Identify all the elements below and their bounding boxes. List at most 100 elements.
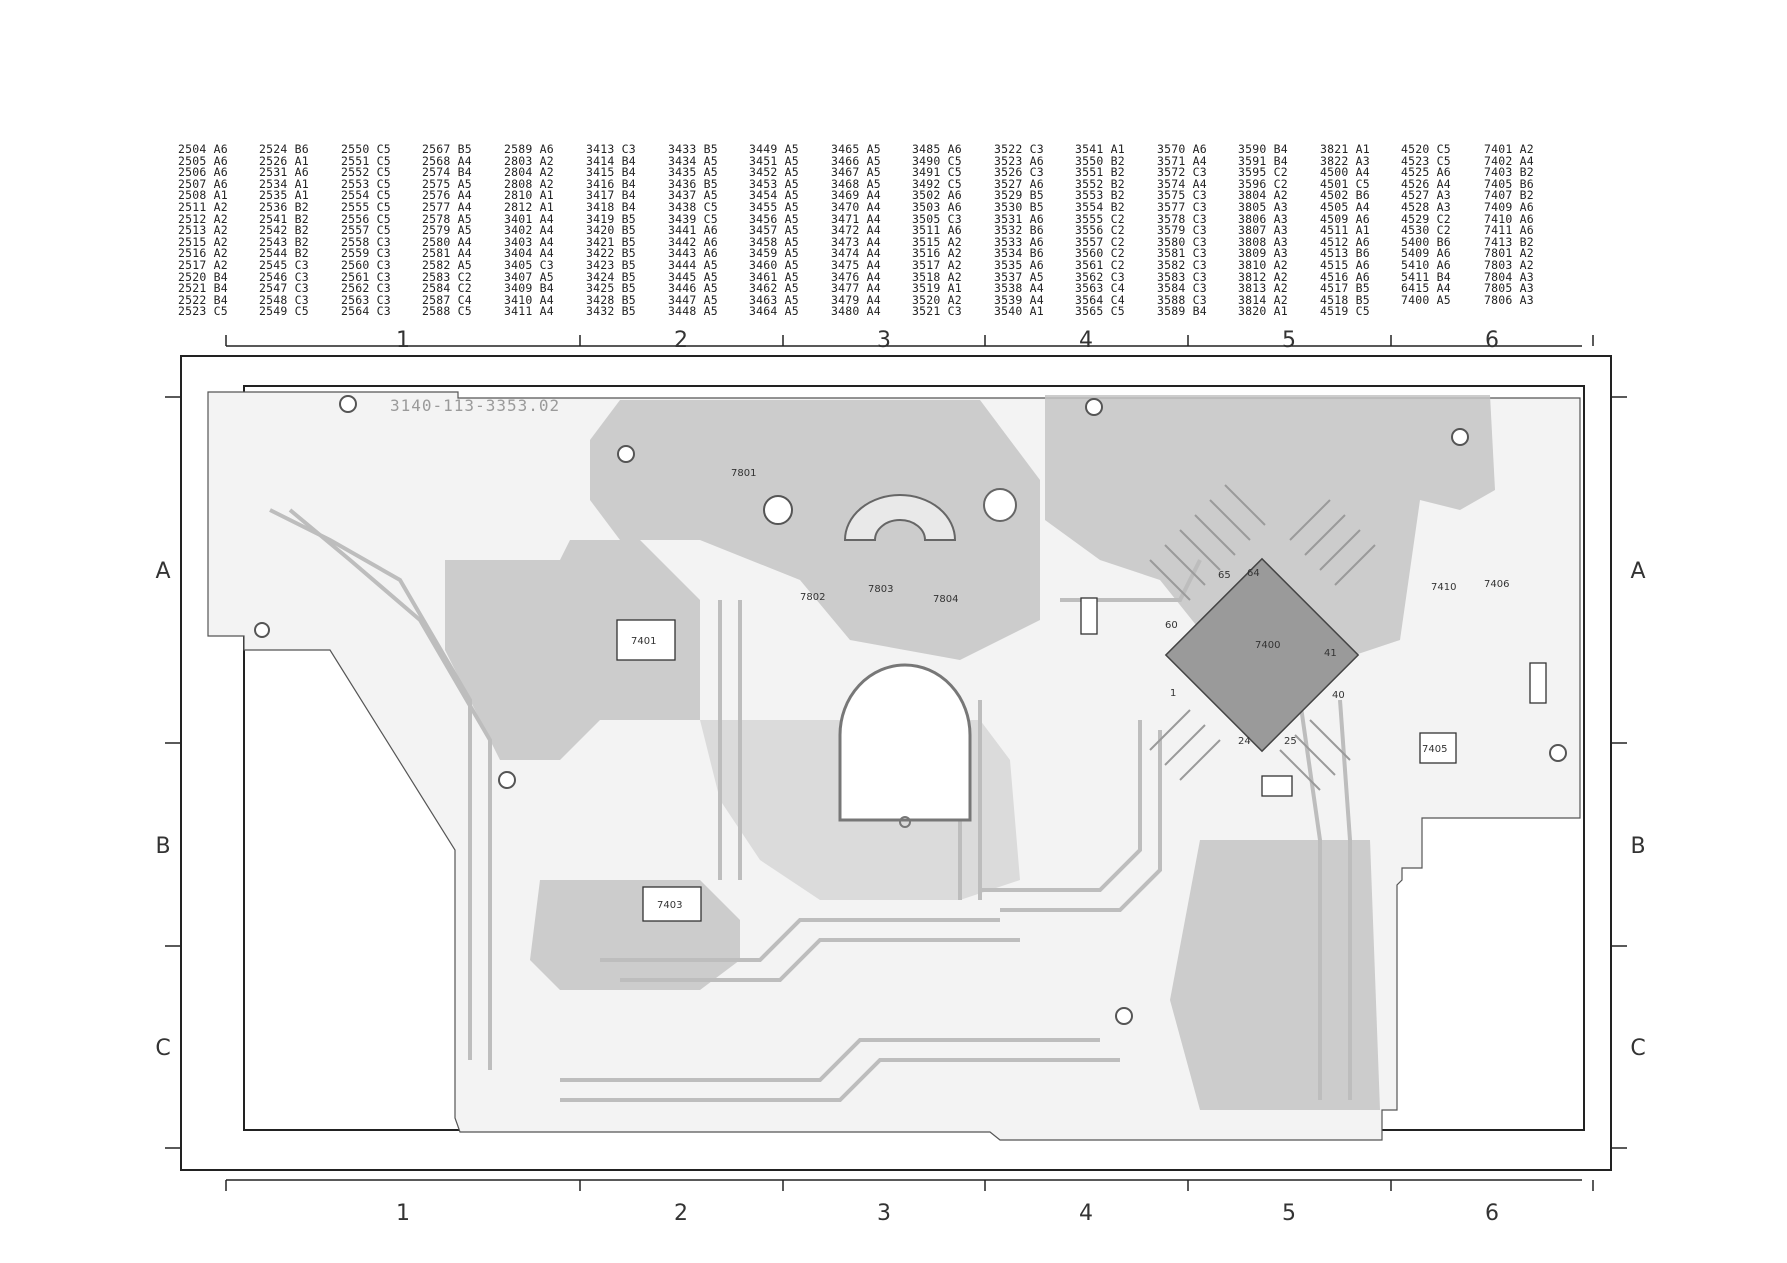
index-entry: 2552 C5 bbox=[341, 165, 391, 180]
index-entry: 3588 C3 bbox=[1157, 292, 1207, 307]
index-entry: 3475 A4 bbox=[831, 257, 881, 272]
ic-7403 bbox=[642, 886, 702, 922]
index-entry: 3541 A1 bbox=[1075, 142, 1125, 156]
index-entry: 3572 C3 bbox=[1157, 165, 1207, 180]
index-entry: 2548 C3 bbox=[259, 292, 309, 307]
index-entry: 3503 A6 bbox=[912, 199, 962, 214]
index-entry: 2554 C5 bbox=[341, 188, 391, 203]
index-entry: 3443 A6 bbox=[668, 246, 718, 261]
index-entry: 3502 A6 bbox=[912, 188, 962, 203]
index-entry: 3560 C2 bbox=[1075, 246, 1125, 261]
index-entry: 2544 B2 bbox=[259, 246, 309, 261]
index-entry: 2545 C3 bbox=[259, 257, 309, 272]
index-entry: 3422 B5 bbox=[586, 246, 636, 261]
index-entry: 2568 A4 bbox=[422, 153, 472, 168]
index-entry: 4501 C5 bbox=[1320, 176, 1370, 191]
index-entry: 2579 A5 bbox=[422, 223, 472, 238]
index-entry: 4509 A6 bbox=[1320, 211, 1370, 226]
index-entry: 7806 A3 bbox=[1484, 292, 1534, 307]
index-entry: 3526 C3 bbox=[994, 165, 1044, 180]
index-entry: 3471 A4 bbox=[831, 211, 881, 226]
index-entry: 3402 A4 bbox=[504, 223, 554, 238]
index-entry: 5410 A6 bbox=[1401, 257, 1451, 272]
index-entry: 2550 C5 bbox=[341, 142, 391, 156]
pin-label-25: 25 bbox=[1284, 736, 1297, 747]
index-entry: 3438 C5 bbox=[668, 199, 718, 214]
index-entry: 3436 B5 bbox=[668, 176, 718, 191]
index-entry: 3467 A5 bbox=[831, 165, 881, 180]
index-entry: 2526 A1 bbox=[259, 153, 309, 168]
index-entry: 7402 A4 bbox=[1484, 153, 1534, 168]
index-entry: 2511 A2 bbox=[178, 199, 228, 214]
index-entry: 3461 A5 bbox=[749, 269, 799, 284]
index-entry: 3537 A5 bbox=[994, 269, 1044, 284]
index-entry: 2567 B5 bbox=[422, 142, 472, 156]
index-entry: 3805 A3 bbox=[1238, 199, 1288, 214]
index-entry: 4513 B6 bbox=[1320, 246, 1370, 261]
index-entry: 2541 B2 bbox=[259, 211, 309, 226]
index-entry: 3820 A1 bbox=[1238, 304, 1288, 319]
index-entry: 3807 A3 bbox=[1238, 223, 1288, 238]
index-entry: 2577 A4 bbox=[422, 199, 472, 214]
index-entry: 2574 B4 bbox=[422, 165, 472, 180]
index-entry: 3468 A5 bbox=[831, 176, 881, 191]
index-entry: 2803 A2 bbox=[504, 153, 554, 168]
index-entry: 3554 B2 bbox=[1075, 199, 1125, 214]
index-entry: 3814 A2 bbox=[1238, 292, 1288, 307]
index-entry: 3454 A5 bbox=[749, 188, 799, 203]
index-entry: 3403 A4 bbox=[504, 234, 554, 249]
copper-pour-lower-left bbox=[530, 880, 740, 990]
index-entry: 2523 C5 bbox=[178, 304, 228, 319]
index-entry: 2504 A6 bbox=[178, 142, 228, 156]
column-label-2: 2 bbox=[674, 1201, 688, 1226]
pin-label-65: 65 bbox=[1218, 570, 1231, 581]
index-entry: 3441 A6 bbox=[668, 223, 718, 238]
index-entry: 3477 A4 bbox=[831, 281, 881, 296]
index-entry: 4502 B6 bbox=[1320, 188, 1370, 203]
index-entry: 2561 C3 bbox=[341, 269, 391, 284]
index-entry: 2547 C3 bbox=[259, 281, 309, 296]
index-entry: 4528 A3 bbox=[1401, 199, 1451, 214]
ic-7400-package bbox=[1164, 557, 1360, 753]
index-entry: 3420 B5 bbox=[586, 223, 636, 238]
board-id-text: 3140-113-3353.02 bbox=[390, 396, 560, 415]
index-entry: 4516 A6 bbox=[1320, 269, 1370, 284]
index-entry: 3822 A3 bbox=[1320, 153, 1370, 168]
index-entry: 3448 A5 bbox=[668, 304, 718, 319]
designator-7801: 7801 bbox=[731, 468, 756, 479]
index-entry: 3401 A4 bbox=[504, 211, 554, 226]
cutout-center bbox=[838, 663, 972, 822]
index-entry: 3571 A4 bbox=[1157, 153, 1207, 168]
index-entry: 3442 A6 bbox=[668, 234, 718, 249]
index-entry: 3808 A3 bbox=[1238, 234, 1288, 249]
index-entry: 3810 A2 bbox=[1238, 257, 1288, 272]
index-entry: 3463 A5 bbox=[749, 292, 799, 307]
index-entry: 2557 C5 bbox=[341, 223, 391, 238]
index-entry: 2587 C4 bbox=[422, 292, 472, 307]
ic-7401 bbox=[616, 619, 676, 661]
index-entry: 4519 C5 bbox=[1320, 304, 1370, 319]
index-entry: 7413 B2 bbox=[1484, 234, 1534, 249]
index-entry: 3562 C3 bbox=[1075, 269, 1125, 284]
column-label-5: 5 bbox=[1282, 328, 1296, 353]
connector-arc bbox=[843, 494, 957, 541]
index-entry: 3405 C3 bbox=[504, 257, 554, 272]
index-entry: 3424 B5 bbox=[586, 269, 636, 284]
index-entry: 4517 B5 bbox=[1320, 281, 1370, 296]
index-entry: 2531 A6 bbox=[259, 165, 309, 180]
index-entry: 2551 C5 bbox=[341, 153, 391, 168]
index-entry: 3423 B5 bbox=[586, 257, 636, 272]
row-label-A: A bbox=[1630, 559, 1645, 584]
designator-7803: 7803 bbox=[868, 584, 893, 595]
index-entry: 4511 A1 bbox=[1320, 223, 1370, 238]
index-entry: 3418 B4 bbox=[586, 199, 636, 214]
index-entry: 3460 A5 bbox=[749, 257, 799, 272]
